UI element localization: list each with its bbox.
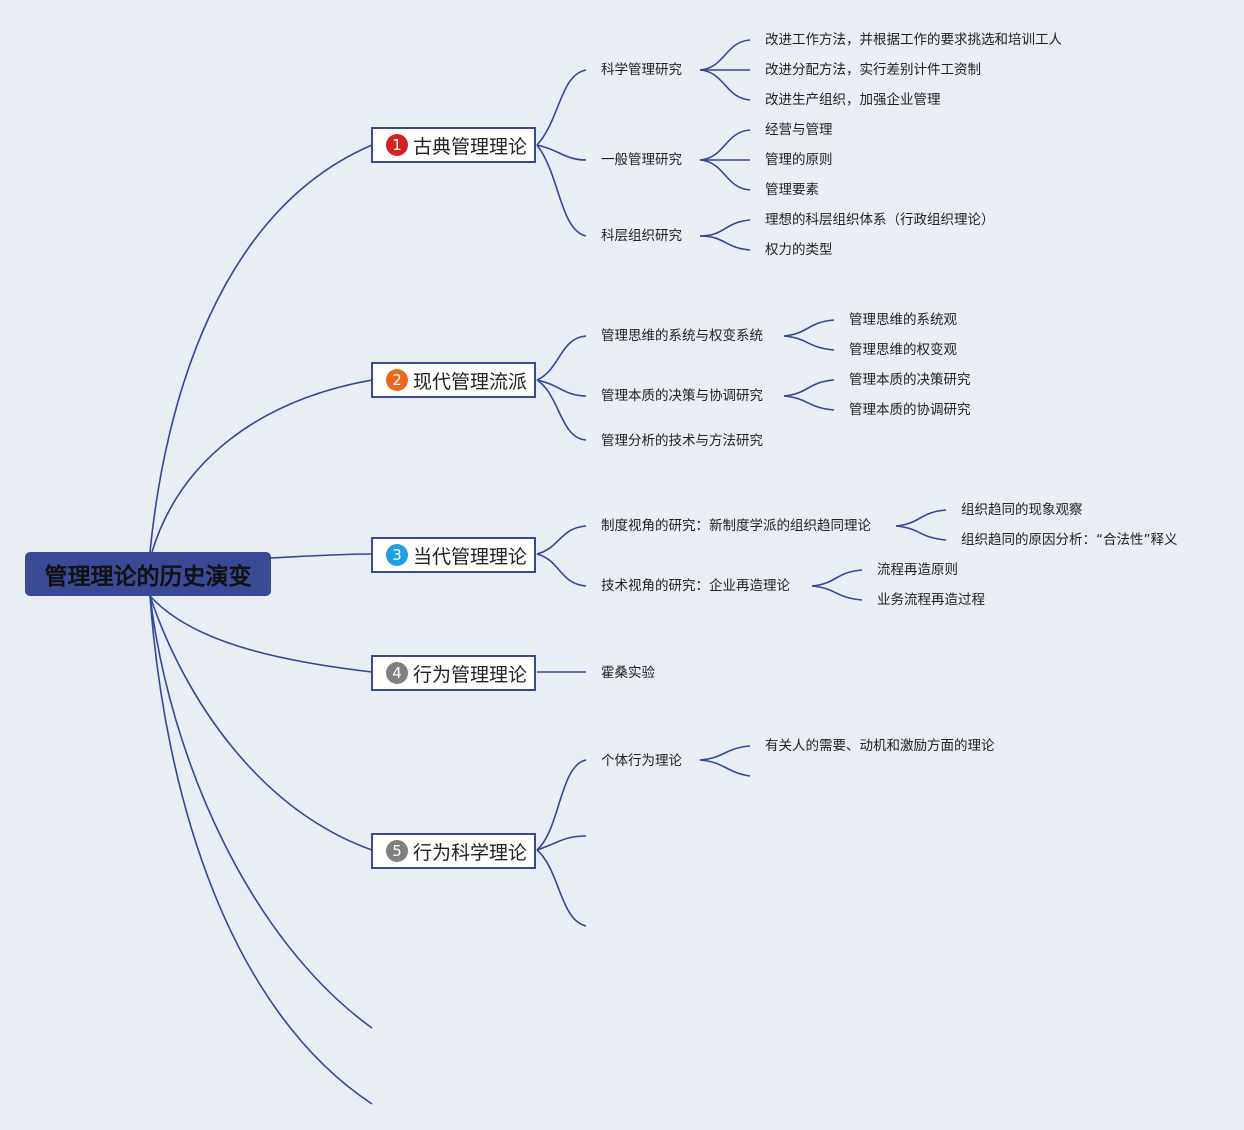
topic-node[interactable]: 管理思维的系统与权变系统 bbox=[601, 328, 763, 344]
edge-root-branch-5 bbox=[149, 595, 373, 851]
topic-node[interactable]: 一般管理研究 bbox=[601, 152, 682, 168]
topic-node[interactable]: 制度视角的研究：新制度学派的组织趋同理论 bbox=[601, 518, 871, 534]
number-4-badge-icon: 4 bbox=[386, 662, 408, 684]
edge-root-branch-1 bbox=[149, 144, 373, 553]
leaf-node[interactable]: 有关人的需要、动机和激励方面的理论 bbox=[765, 738, 995, 754]
root-title: 管理理论的历史演变 bbox=[44, 564, 252, 590]
leaf-node[interactable]: 改进工作方法，并根据工作的要求挑选和培训工人 bbox=[765, 32, 1062, 48]
number-5-badge-icon: 5 bbox=[386, 840, 408, 862]
leaf-node[interactable]: 管理本质的决策研究 bbox=[849, 372, 971, 388]
branch-title: 行为科学理论 bbox=[413, 841, 528, 864]
leaf-node[interactable]: 管理的原则 bbox=[765, 152, 833, 168]
leaf-node[interactable]: 改进生产组织，加强企业管理 bbox=[765, 92, 941, 108]
branch-behavioral-management[interactable]: 4 行为管理理论 bbox=[371, 655, 536, 691]
branch-classical[interactable]: 1 古典管理理论 bbox=[371, 127, 536, 163]
edge-root-extra-2 bbox=[149, 595, 373, 1105]
topic-node[interactable]: 科层组织研究 bbox=[601, 228, 682, 244]
root-topic[interactable]: 管理理论的历史演变 bbox=[25, 552, 271, 596]
leaf-node[interactable]: 组织趋同的现象观察 bbox=[961, 502, 1083, 518]
number-3-badge-icon: 3 bbox=[386, 544, 408, 566]
branch-contemporary[interactable]: 3 当代管理理论 bbox=[371, 537, 536, 573]
leaf-node[interactable]: 理想的科层组织体系（行政组织理论） bbox=[765, 212, 995, 228]
number-2-badge-icon: 2 bbox=[386, 369, 408, 391]
leaf-node[interactable]: 权力的类型 bbox=[765, 242, 833, 258]
leaf-node[interactable]: 管理本质的协调研究 bbox=[849, 402, 971, 418]
topic-node[interactable]: 个体行为理论 bbox=[601, 753, 682, 769]
topic-node[interactable]: 管理本质的决策与协调研究 bbox=[601, 388, 763, 404]
branch-title: 古典管理理论 bbox=[413, 135, 528, 158]
number-1-badge-icon: 1 bbox=[386, 134, 408, 156]
branch-title: 行为管理理论 bbox=[413, 663, 528, 686]
topic-node[interactable]: 技术视角的研究：企业再造理论 bbox=[601, 578, 790, 594]
branch-modern[interactable]: 2 现代管理流派 bbox=[371, 362, 536, 398]
edge-root-branch-2 bbox=[151, 379, 373, 553]
leaf-node[interactable]: 业务流程再造过程 bbox=[877, 592, 985, 608]
leaf-node[interactable]: 管理思维的权变观 bbox=[849, 342, 957, 358]
leaf-node[interactable]: 组织趋同的原因分析：“合法性”释义 bbox=[961, 532, 1178, 548]
leaf-node[interactable]: 管理要素 bbox=[765, 182, 819, 198]
leaf-node[interactable]: 经营与管理 bbox=[765, 122, 833, 138]
leaf-node[interactable]: 管理思维的系统观 bbox=[849, 312, 957, 328]
leaf-node[interactable]: 改进分配方法，实行差别计件工资制 bbox=[765, 62, 981, 78]
branch-title: 现代管理流派 bbox=[413, 370, 528, 393]
topic-node[interactable]: 科学管理研究 bbox=[601, 62, 682, 78]
topic-node[interactable]: 霍桑实验 bbox=[601, 665, 655, 681]
topic-node[interactable]: 管理分析的技术与方法研究 bbox=[601, 433, 763, 449]
branch-title: 当代管理理论 bbox=[413, 545, 528, 568]
branch-behavioral-science[interactable]: 5 行为科学理论 bbox=[371, 833, 536, 869]
edge-root-branch-4 bbox=[149, 595, 373, 673]
leaf-node[interactable]: 流程再造原则 bbox=[877, 562, 958, 578]
edge-root-branch-3 bbox=[269, 553, 373, 559]
edge-root-extra-1 bbox=[149, 595, 373, 1029]
